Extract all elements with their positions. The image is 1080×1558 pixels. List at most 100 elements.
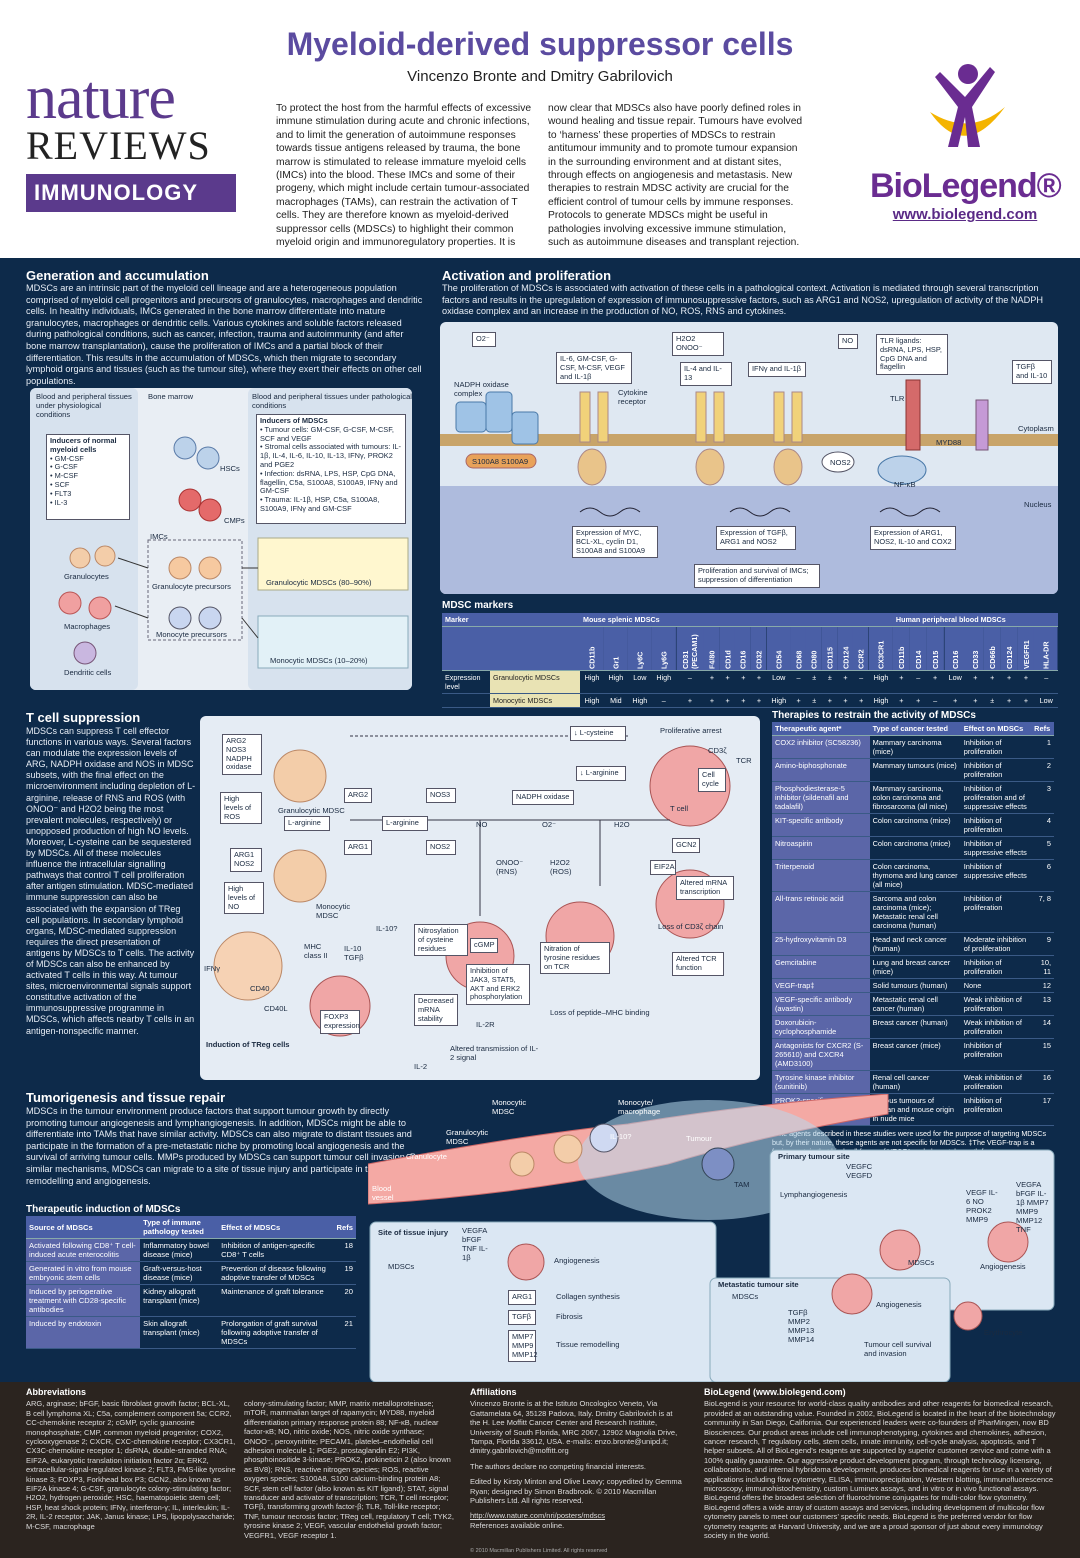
therapies-cell: Doxorubicin-cyclophosphamide (772, 1015, 870, 1039)
sponsor-url[interactable]: www.biolegend.com (892, 206, 1038, 223)
fibrosis-label: Fibrosis (556, 1312, 583, 1321)
generation-diagram: Blood and peripheral tissues under physi… (30, 388, 412, 690)
injury-site-panel (369, 1221, 717, 1383)
metastatic-factors: TGFβ MMP2 MMP13 MMP14 (788, 1308, 815, 1344)
journal-subject: IMMUNOLOGY (26, 174, 236, 212)
therapies-cell: Inhibition of proliferation (960, 955, 1032, 979)
markers-group-row: Marker Mouse splenic MDSCs Human periphe… (442, 613, 1058, 627)
markers-title: MDSC markers (442, 600, 514, 611)
tumour-label: Tumour (686, 1134, 712, 1143)
induction-cell: Activated following CD8⁺ T cell-induced … (26, 1238, 141, 1262)
induction-cell: Maintenance of graft tolerance (218, 1284, 334, 1317)
mdsc-inducers-title: Inducers of MDSCs (260, 416, 328, 425)
mdsc-markers-table: Marker Mouse splenic MDSCs Human periphe… (442, 613, 1058, 708)
granulocyte-label: Granulocyte (406, 1152, 447, 1161)
poster-url-link[interactable]: http://www.nature.com/nri/posters/mdscs (470, 1511, 606, 1521)
intro-column-2: now clear that MDSCs also have poorly de… (548, 103, 803, 249)
marker-value: High (766, 693, 791, 708)
il10-tgfb-label: IL-10 TGFβ (344, 944, 364, 962)
marker-column-header: CD14 (909, 626, 927, 671)
il2r-label: IL-2R (476, 1020, 495, 1029)
nature-reviews-logo: nature REVIEWS IMMUNOLOGY (26, 64, 236, 212)
injury-mdscs-label: MDSCs (388, 1262, 415, 1271)
marker-column-header: CD11b (892, 626, 910, 671)
cytokine-receptor (791, 391, 803, 443)
therapies-cell: Colon carcinoma (mice) (869, 813, 961, 837)
marker-value: + (822, 693, 838, 708)
l-arginine-low-box: ↓ L-arginine (576, 766, 626, 781)
high-no-box: High levels of NO (224, 882, 264, 915)
induction-cell: Kidney allograft transplant (mice) (140, 1284, 219, 1317)
foxp3-box: FOXP3 expression (320, 1010, 360, 1034)
poster-header: nature REVIEWS IMMUNOLOGY Myeloid-derive… (0, 0, 1080, 258)
journal-name-nature: nature (26, 64, 176, 132)
arrow (241, 617, 259, 639)
primary-factors-1: VEGF IL-6 NO PROK2 MMP9 (966, 1188, 998, 1224)
primary-factors-2: VEGFA bFGF IL-1β MMP7 MMP9 MMP12 TNF (1016, 1180, 1049, 1234)
marker-value: + (704, 693, 720, 708)
loss-cd3-label: Loss of CD3ζ chain (658, 922, 724, 931)
tcell-title: T cell suppression (26, 710, 141, 725)
altered-il2-label: Altered transmission of IL-2 signal (450, 1044, 539, 1062)
marker-value: High (603, 670, 628, 694)
marker-value: + (853, 693, 869, 708)
cd40-label: CD40 (250, 984, 270, 993)
nadph-oxidase-box: NADPH oxidase (512, 790, 574, 805)
mono-mdsc-label: Monocytic MDSC (316, 902, 351, 920)
onoo-label: ONOO⁻ (RNS) (496, 858, 524, 876)
imc-label: IMCs (150, 532, 168, 541)
therapies-cell: Mammary carcinoma, colon carcinoma and f… (869, 781, 961, 814)
therapies-cell: 15 (1031, 1038, 1054, 1071)
blood-vessel-section (831, 1273, 873, 1315)
mdsc-inducers-list: • Tumour cells: GM-CSF, G-CSF, M-CSF, SC… (260, 424, 402, 513)
marker-column-header: CD124 (837, 626, 854, 671)
cytokine-receptor (713, 391, 725, 443)
marker-value: Low (943, 670, 967, 694)
o2-label: O2⁻ (542, 820, 557, 829)
therapies-cell: 5 (1031, 836, 1054, 860)
therapies-cell: 2 (1031, 758, 1054, 782)
therapies-cell: COX2 inhibitor (SC58236) (772, 735, 870, 759)
therapies-cell: Tyrosine kinase inhibitor (sunitinib) (772, 1070, 870, 1094)
footer: Abbreviations ARG, arginase; bFGF, basic… (0, 1382, 1080, 1558)
therapies-cell: Inhibition of suppressive effects (960, 836, 1032, 860)
mmps-box: MMP7 MMP9 MMP12 (508, 1330, 537, 1363)
induction-cell: Prolongation of graft survival following… (218, 1316, 334, 1349)
blood-vessel-section (507, 1243, 545, 1281)
edited-text: Edited by Kirsty Minton and Olive Leavy;… (470, 1477, 682, 1506)
marker-value: + (926, 670, 944, 694)
therapies-cell: Triterpenoid (772, 859, 870, 892)
expression-box-3: Expression of ARG1, NOS2, IL-10 and COX2 (870, 526, 956, 550)
induction-cell: Skin allograft transplant (mice) (140, 1316, 219, 1349)
marker-column-header: CD16 (943, 626, 967, 671)
granulocyte (94, 545, 116, 567)
primary-angiogenesis-label: Angiogenesis (980, 1262, 1026, 1271)
dna-strand (879, 507, 941, 517)
affiliations-title: Affiliations (470, 1387, 517, 1397)
expression-box-1: Expression of MYC, BCL-XL, cyclin D1, S1… (572, 526, 658, 559)
granulocytic-mdsc-box (257, 537, 409, 591)
high-ros-box: High levels of ROS (220, 792, 262, 825)
induction-row: Induced by perioperative treatment with … (26, 1284, 356, 1317)
cd40l-label: CD40L (264, 1004, 288, 1013)
primary-site-label: Primary tumour site (778, 1152, 850, 1161)
marker-value: Low (1034, 693, 1058, 708)
il10-label: IL-10? (376, 924, 398, 933)
therapies-header-cell: Effect on MDSCs (960, 722, 1032, 736)
marker-value: – (909, 670, 927, 694)
macrophages-label: Macrophages (64, 622, 111, 631)
markers-header-marker: Marker (442, 613, 490, 627)
imc-box (147, 539, 243, 641)
generation-text: MDSCs are an intrinsic part of the myelo… (26, 283, 423, 386)
l-arginine-box: L-arginine (284, 816, 330, 831)
tlr-ligands: TLR ligands: dsRNA, LPS, HSP, CpG DNA an… (876, 334, 948, 376)
therapies-cell: Mammary tumours (mice) (869, 758, 961, 782)
nfkb-complex (877, 455, 927, 485)
biolegend-figure-icon (930, 64, 1005, 147)
injury-angiogenesis-label: Angiogenesis (554, 1256, 600, 1265)
therapies-cell: Inhibition of proliferation and of suppr… (960, 781, 1032, 814)
marker-value: High (580, 670, 604, 694)
